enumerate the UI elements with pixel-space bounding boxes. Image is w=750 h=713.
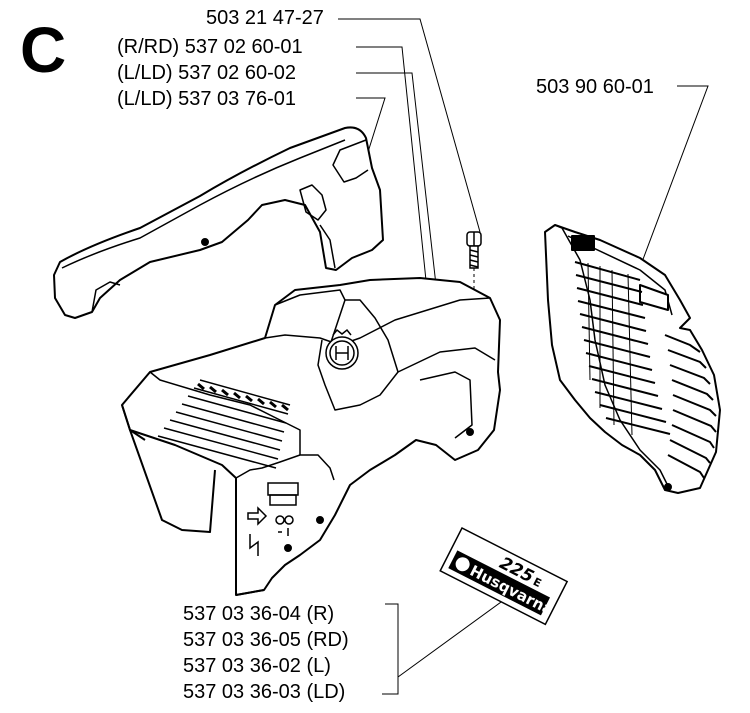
label-cover-r-rd: (R/RD) 537 02 60-01 [117, 36, 303, 58]
decal-brand-band [448, 550, 551, 616]
leader-decal [382, 603, 399, 695]
upper-cover [53, 126, 384, 319]
label-cover-l-ld-a: (L/LD) 537 02 60-02 [117, 62, 297, 84]
section-letter: C [20, 14, 67, 86]
label-decal-r: 537 03 36-04 (R) [183, 603, 335, 625]
choke-symbols [247, 482, 299, 556]
label-cover-l-ld-b: (L/LD) 537 03 76-01 [117, 88, 297, 110]
label-decal-l: 537 03 36-02 (L) [183, 655, 331, 677]
brand-logo-icon [325, 328, 359, 370]
leader-cover-l-ld-b [356, 97, 386, 153]
label-grille: 503 90 60-01 [536, 76, 654, 98]
leader-grille [641, 85, 709, 263]
decal-logo-icon [455, 557, 470, 572]
label-decal-rd: 537 03 36-05 (RD) [183, 629, 349, 651]
label-decal-ld: 537 03 36-03 (LD) [183, 681, 346, 703]
leader-screw [338, 18, 481, 233]
label-screw: 503 21 47-27 [206, 7, 324, 29]
screw [466, 231, 482, 290]
air-grille-slats [574, 261, 671, 436]
leader-cover-r-rd [356, 46, 429, 301]
leader-cover-l-ld-a [356, 72, 437, 286]
decal: 225 E Husqvarna [439, 526, 569, 626]
engine-cover [121, 277, 501, 596]
engine-cover-vents [157, 379, 291, 469]
air-grille-side-ribs [664, 334, 717, 491]
